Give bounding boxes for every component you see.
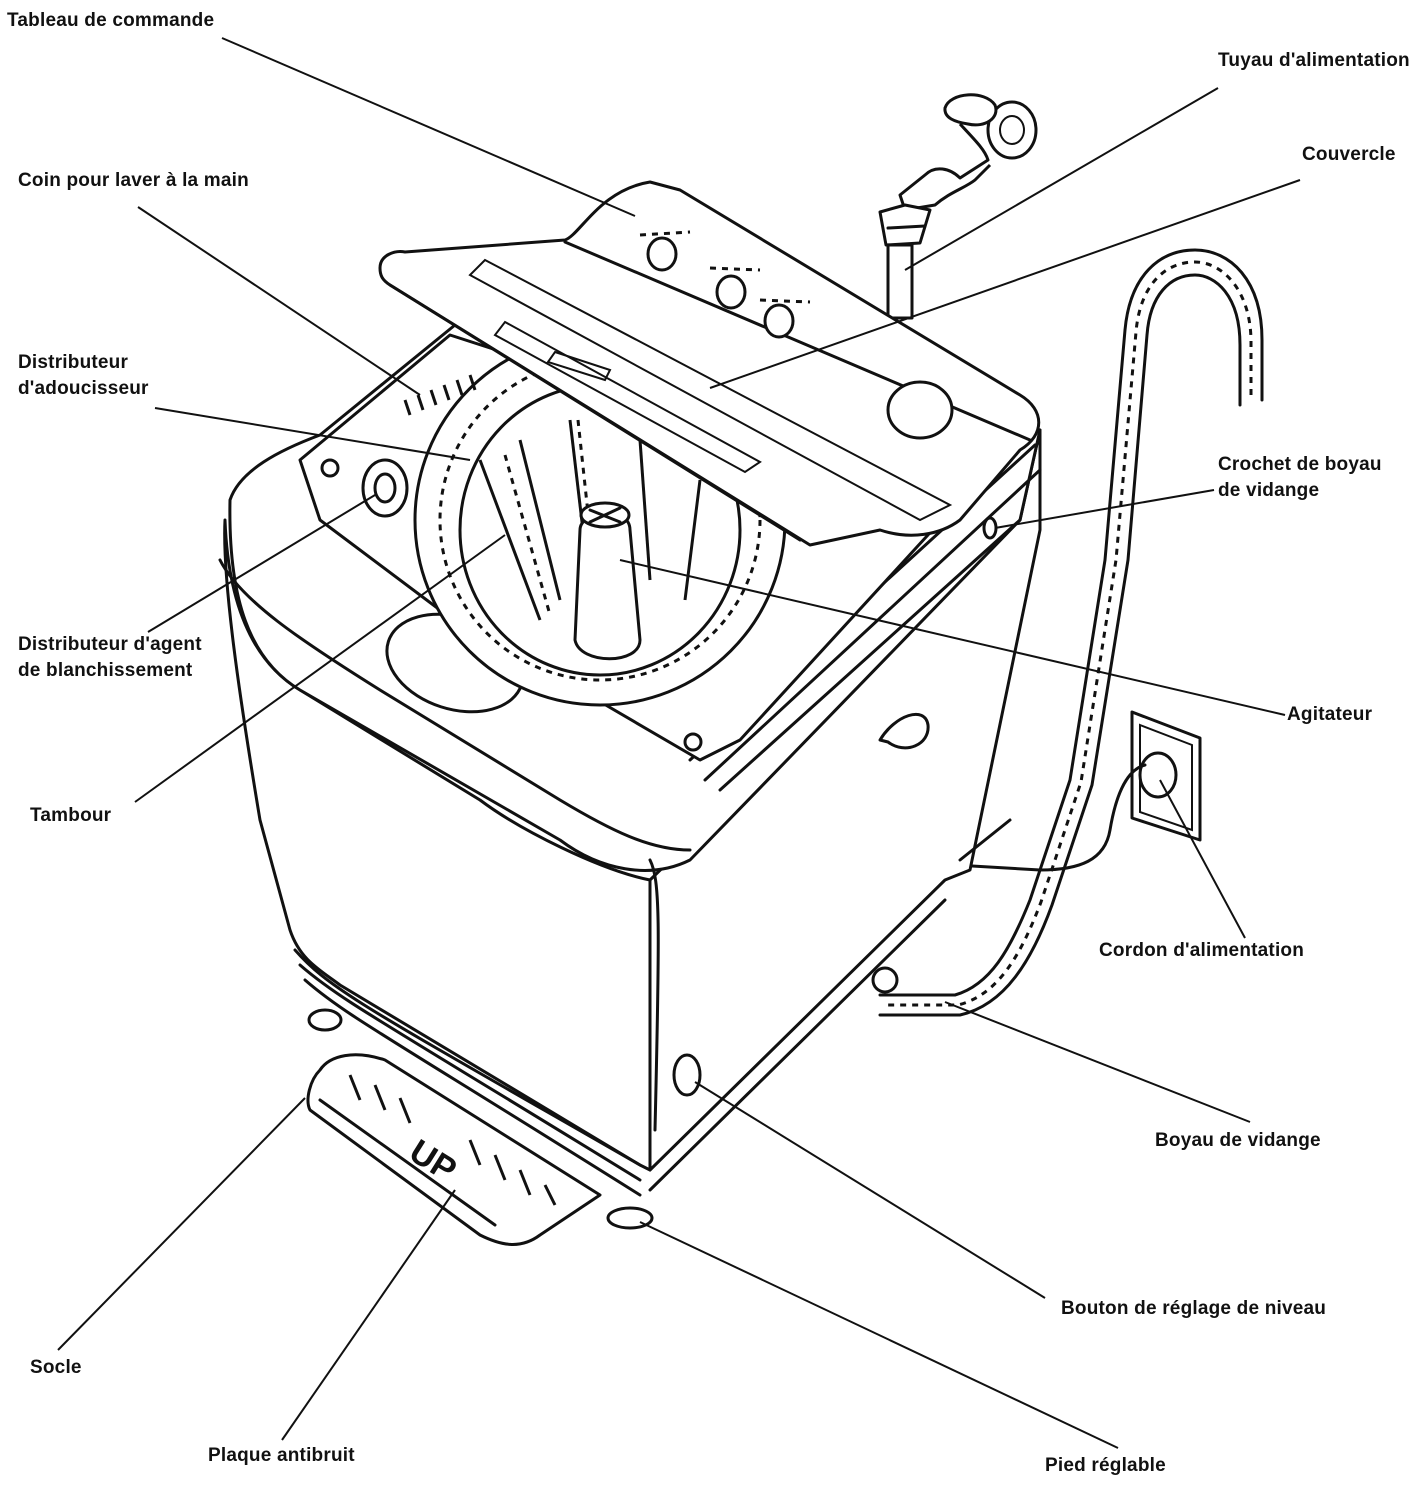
leader-drain-hose — [944, 1001, 1251, 1123]
label-power-cord: Cordon d'alimentation — [1099, 940, 1305, 961]
label-softener-dispenser-line1: Distributeur — [18, 352, 129, 373]
leader-adjustable-foot — [639, 1221, 1119, 1449]
label-hand-wash-corner: Coin pour laver à la main — [18, 170, 249, 191]
label-drain-hose-hook-line2: de vidange — [1218, 480, 1320, 501]
leader-power-cord — [1159, 779, 1246, 939]
label-supply-hose: Tuyau d'alimentation — [1218, 50, 1410, 71]
drain-hose-illustration — [871, 248, 1264, 1017]
label-drum: Tambour — [30, 805, 112, 826]
noise-plate-illustration: UP — [306, 1053, 602, 1246]
label-softener-dispenser-line2: d'adoucisseur — [18, 378, 149, 399]
leader-lid — [709, 179, 1301, 389]
leader-lines — [57, 37, 1301, 1449]
wall-outlet-illustration — [953, 710, 1202, 872]
lid-illustration — [378, 180, 1041, 547]
label-drain-hose-hook-line1: Crochet de boyau — [1218, 454, 1382, 475]
faucet-illustration — [878, 93, 1038, 320]
leader-base — [57, 1097, 306, 1351]
label-level-button: Bouton de réglage de niveau — [1061, 1298, 1327, 1319]
leader-bleach-dispenser — [147, 494, 376, 633]
leader-softener-dispenser — [154, 407, 471, 461]
label-drain-hose: Boyau de vidange — [1155, 1130, 1321, 1151]
leader-drain-hose-hook — [994, 489, 1215, 529]
label-lid: Couvercle — [1302, 144, 1396, 165]
leader-noise-plate — [281, 1189, 456, 1441]
leader-hand-wash-corner — [137, 206, 421, 396]
leader-agitator — [619, 559, 1286, 716]
leader-supply-hose — [904, 87, 1219, 271]
label-bleach-dispenser-line2: de blanchissement — [18, 660, 193, 681]
label-softener-dispenser: Distributeur d'adoucisseur — [18, 350, 149, 402]
label-adjustable-foot: Pied réglable — [1045, 1455, 1166, 1476]
leader-drum — [134, 534, 506, 803]
leader-level-button — [694, 1081, 1046, 1299]
label-bleach-dispenser-line1: Distributeur d'agent — [18, 634, 202, 655]
label-base: Socle — [30, 1357, 82, 1378]
label-drain-hose-hook: Crochet de boyau de vidange — [1218, 452, 1382, 504]
label-noise-plate: Plaque antibruit — [208, 1445, 355, 1466]
leader-control-panel — [221, 37, 636, 217]
label-bleach-dispenser: Distributeur d'agent de blanchissement — [18, 632, 202, 684]
label-agitator: Agitateur — [1287, 704, 1373, 725]
label-control-panel: Tableau de commande — [7, 10, 215, 31]
